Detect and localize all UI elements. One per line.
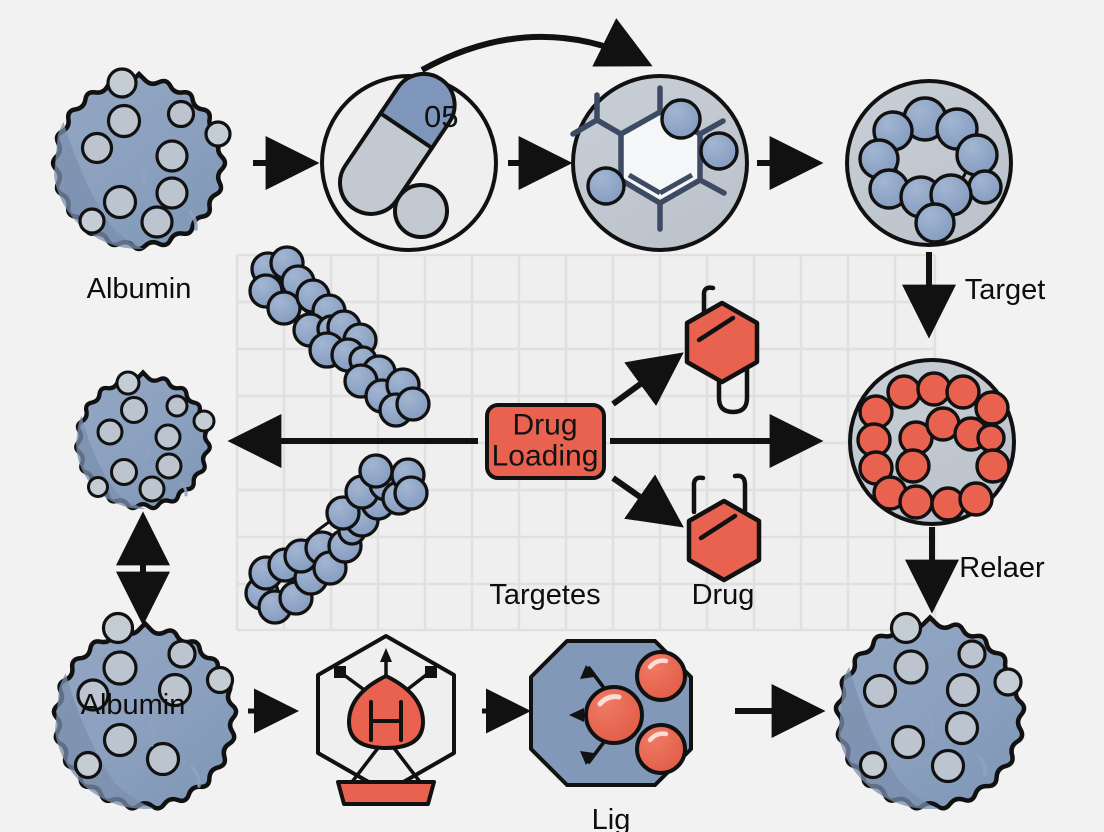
peptide-chain-lower: [244, 453, 429, 625]
label-capsule-number: 05: [424, 99, 459, 134]
capsule-circle: [320, 72, 498, 252]
arrow-to-drug-lower: [611, 474, 684, 528]
drug-hexagon-lower: [686, 473, 762, 583]
label-drug: Drug: [691, 579, 755, 611]
peptide-chain-upper: [248, 245, 431, 428]
target-sphere-group: [858, 96, 1003, 244]
albumin-particle-mid-left: [74, 369, 216, 511]
label-target: Target: [964, 274, 1046, 306]
target-circle: [845, 79, 1013, 247]
molecule-circle: [570, 74, 749, 252]
label-albumin-bottom: Albumin: [80, 689, 186, 721]
arrow-to-drug-upper: [611, 352, 684, 407]
drug-dot-group: [856, 371, 1011, 522]
label-albumin-top: Albumin: [86, 273, 192, 305]
label-relaer: Relaer: [959, 552, 1045, 584]
albumin-particle-bottom-left: [51, 611, 239, 811]
drug-loaded-particle: [848, 358, 1016, 526]
drug-hexagon-upper: [684, 285, 760, 415]
arrow-group: [248, 136, 959, 738]
albumin-particle-top-left: [50, 67, 232, 252]
label-targetes: Targetes: [489, 579, 601, 611]
drug-loading-box[interactable]: [485, 403, 606, 480]
arrow-curved-capsule-to-molecule: [420, 18, 653, 73]
label-lig: Lig: [591, 804, 631, 832]
targeting-hexagon: [316, 634, 456, 806]
albumin-particle-bottom-right: [833, 611, 1027, 811]
ligand-octagon: [529, 639, 693, 787]
